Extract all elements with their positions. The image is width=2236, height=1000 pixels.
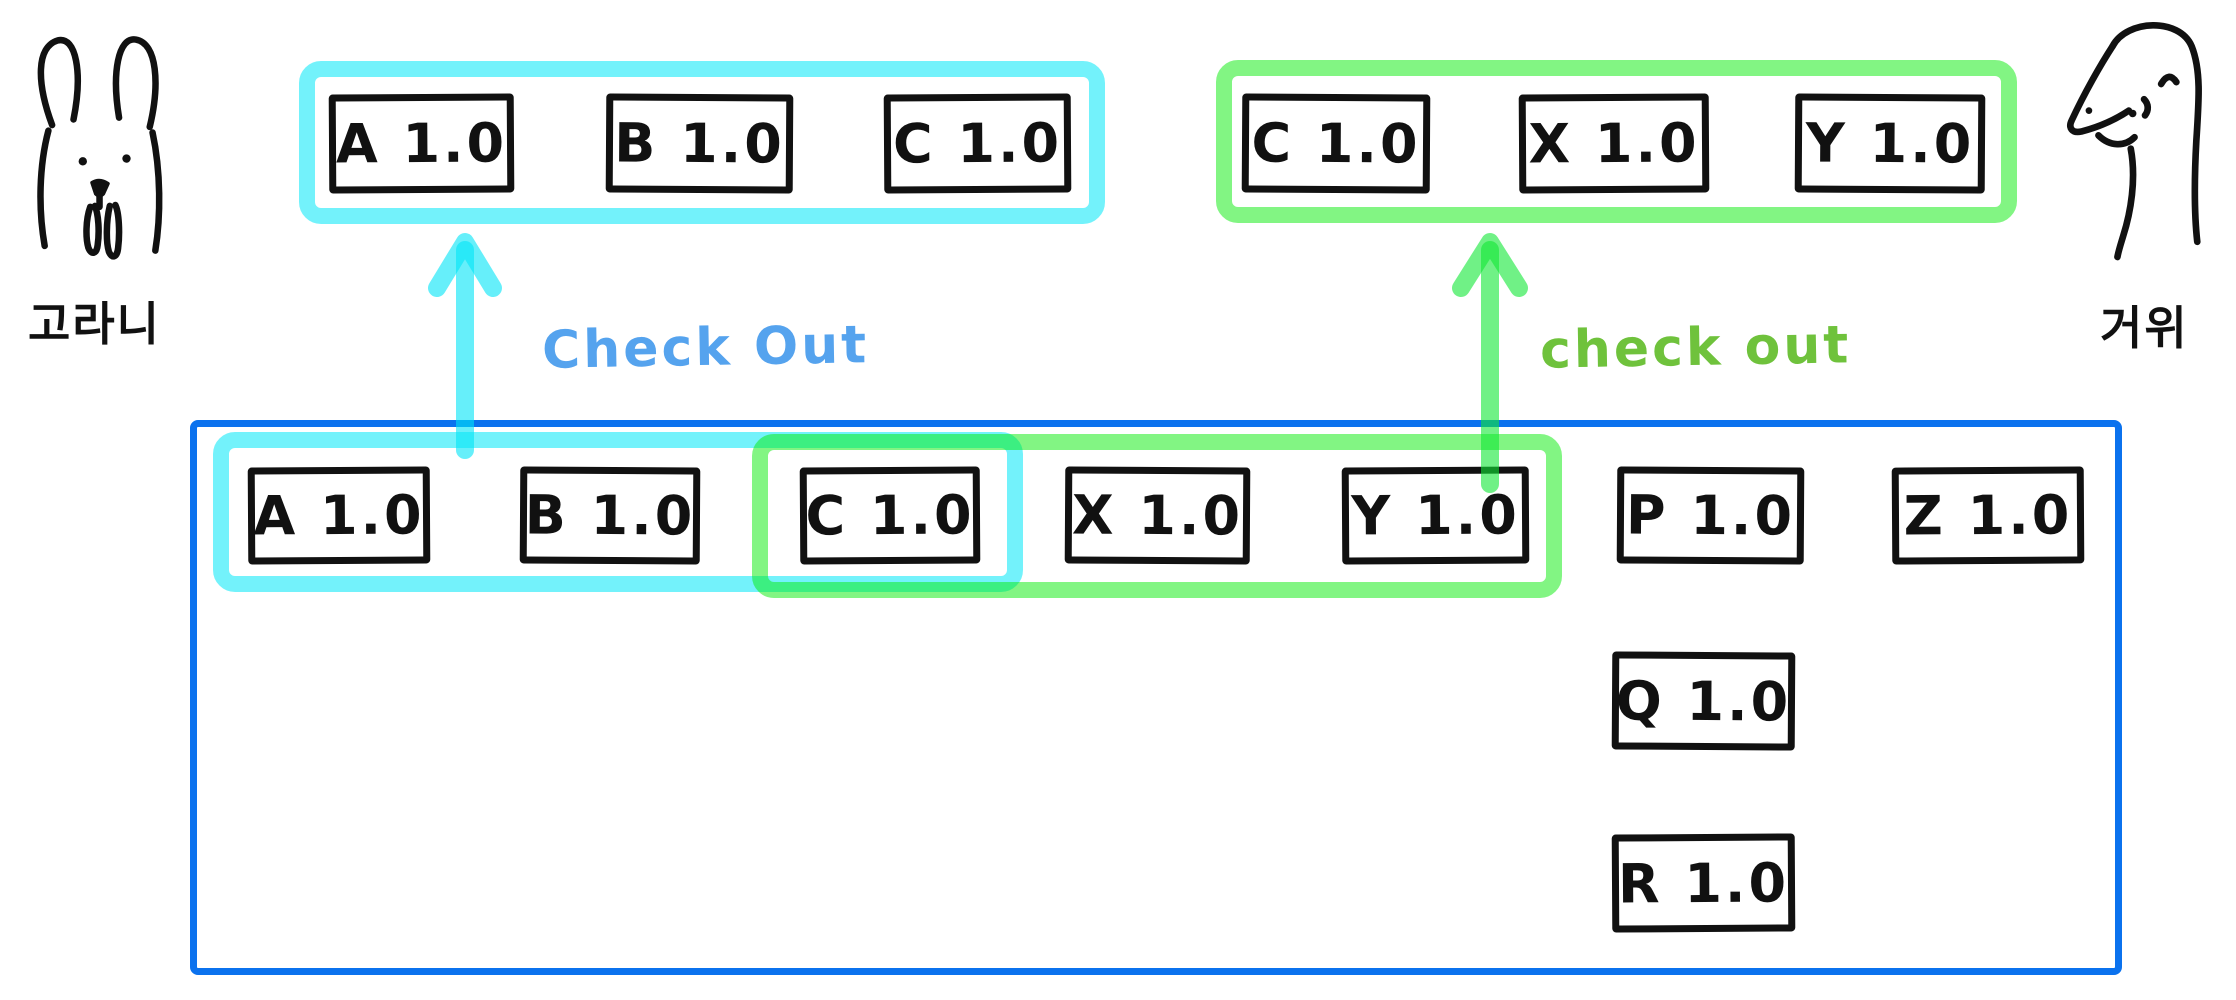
- package-label: B 1.0: [524, 483, 696, 548]
- package-label: C 1.0: [892, 111, 1063, 176]
- package-box: P 1.0: [1616, 466, 1805, 565]
- package-box: Y 1.0: [1341, 466, 1530, 565]
- package-box: C 1.0: [1241, 93, 1431, 194]
- package-box: B 1.0: [605, 93, 794, 194]
- package-box: C 1.0: [799, 466, 981, 565]
- water-deer-drawing: [14, 10, 186, 268]
- package-label: Q 1.0: [1615, 668, 1792, 734]
- package-label: Y 1.0: [1805, 111, 1975, 176]
- package-box: A 1.0: [328, 93, 515, 194]
- package-label: C 1.0: [1251, 111, 1421, 176]
- checkout-label-left: Check Out: [541, 315, 870, 381]
- package-box: Q 1.0: [1611, 651, 1796, 751]
- package-box: R 1.0: [1611, 833, 1796, 933]
- package-box: A 1.0: [247, 466, 431, 565]
- package-box: Y 1.0: [1794, 93, 1986, 194]
- package-box: Z 1.0: [1891, 466, 2085, 565]
- package-box: X 1.0: [1064, 466, 1251, 565]
- package-label: X 1.0: [1528, 111, 1700, 176]
- left-actor-label: 고라니: [28, 297, 161, 351]
- right-workspace-container: [1216, 60, 2017, 223]
- repository-container: [190, 420, 2122, 975]
- checkout-arrow-cyan: [428, 233, 502, 459]
- goose-icon: [2067, 22, 2202, 261]
- goose-drawing: [2056, 8, 2234, 276]
- package-box: C 1.0: [883, 93, 1072, 194]
- package-label: A 1.0: [335, 111, 508, 176]
- package-box: X 1.0: [1518, 93, 1710, 194]
- right-actor-label: 거위: [2100, 301, 2189, 355]
- green-selection-highlight: [752, 434, 1562, 598]
- package-label: Z 1.0: [1903, 483, 2073, 548]
- package-label: R 1.0: [1617, 850, 1790, 916]
- checkout-label-right: check out: [1539, 315, 1852, 381]
- package-label: C 1.0: [805, 483, 975, 548]
- package-label: P 1.0: [1625, 483, 1796, 548]
- package-label: X 1.0: [1071, 483, 1244, 548]
- left-workspace-container: [299, 61, 1105, 224]
- package-label: A 1.0: [253, 483, 425, 548]
- package-label: B 1.0: [613, 111, 786, 176]
- package-box: B 1.0: [519, 466, 701, 565]
- package-label: Y 1.0: [1351, 483, 1520, 548]
- water-deer-icon: [37, 36, 163, 260]
